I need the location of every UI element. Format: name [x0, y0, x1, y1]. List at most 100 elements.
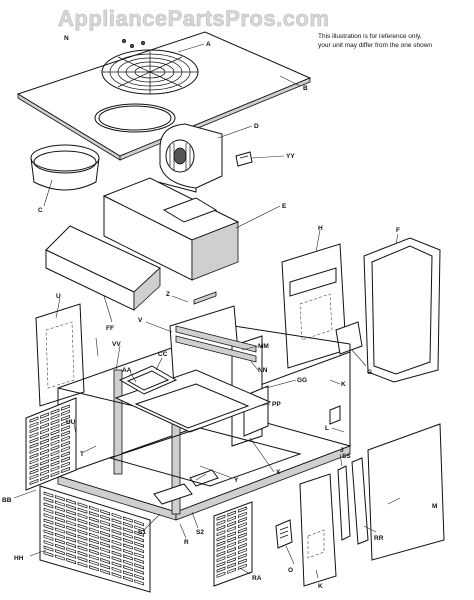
callout-s2: S2	[196, 529, 204, 536]
louver-slat	[40, 412, 49, 419]
louver-slat	[50, 418, 60, 426]
louver-slat	[50, 460, 60, 467]
louver-slat	[100, 552, 111, 559]
louver-slat	[216, 530, 226, 537]
louver-slat	[29, 447, 39, 454]
louver-slat	[43, 496, 54, 504]
louver-slat	[50, 450, 60, 457]
louver-slat	[77, 539, 88, 547]
louver-slat	[61, 414, 70, 422]
louver-slat	[216, 519, 226, 526]
callout-g: G	[367, 369, 372, 376]
louver-slat	[54, 532, 65, 540]
louver-slat	[122, 543, 133, 550]
louver-slat	[66, 525, 77, 532]
louver-slat	[122, 516, 133, 523]
callout-gg: GG	[297, 377, 307, 384]
louver-slat	[43, 540, 54, 547]
louver-slat	[54, 495, 65, 502]
callout-hh: HH	[14, 555, 24, 562]
callout-two: V	[138, 317, 143, 324]
louver-slat	[50, 424, 60, 431]
louver-slat	[40, 443, 49, 450]
callout-f: F	[396, 227, 400, 234]
louver-slat	[88, 543, 99, 550]
reference-note-line-2: your unit may differ from the one shown	[318, 42, 432, 49]
callout-t: T	[80, 451, 84, 458]
louver-slat	[40, 438, 49, 445]
support-rail-z	[193, 291, 217, 305]
louver-slat	[77, 545, 88, 552]
louver-slat	[66, 498, 77, 505]
louver-slat	[111, 534, 122, 541]
louver-slat	[61, 430, 70, 437]
louver-slat	[227, 510, 237, 517]
louver-slat	[77, 502, 88, 509]
callout-ra: RA	[252, 575, 262, 582]
callout-bb: BB	[2, 497, 12, 504]
louver-slat	[29, 478, 39, 486]
louver-slat	[100, 541, 111, 548]
louver-slat	[40, 433, 49, 440]
plate-g	[335, 321, 363, 355]
louver-slat	[227, 557, 237, 564]
louver-slat	[100, 568, 111, 575]
side-panel-u	[35, 303, 85, 407]
louver-slat	[88, 511, 99, 518]
louver-slat	[61, 456, 70, 463]
louver-slat	[54, 500, 65, 507]
louver-slat	[66, 509, 77, 516]
callout-j: J	[340, 447, 344, 454]
louver-slat	[111, 550, 122, 557]
louver-slat	[216, 535, 226, 542]
callout-y: Y	[234, 477, 239, 484]
louver-slat	[50, 429, 60, 436]
callout-ff: FF	[106, 325, 114, 332]
louver-slat	[29, 437, 39, 444]
louver-slat	[43, 545, 54, 552]
watermark-text: AppliancePartsPros.com	[58, 6, 329, 31]
louver-slat	[122, 527, 133, 534]
louver-slat	[50, 465, 60, 472]
louver-slat	[50, 470, 60, 478]
callout-n: N	[64, 35, 69, 42]
louver-slat	[50, 408, 60, 415]
louver-slat	[29, 463, 39, 470]
louver-slat	[43, 507, 54, 514]
louver-slat	[227, 562, 237, 569]
louver-slat	[227, 546, 237, 554]
louver-slat	[100, 547, 111, 554]
callout-m: M	[432, 503, 437, 510]
louver-slat	[77, 512, 88, 520]
louver-slat	[111, 523, 122, 530]
louver-slat	[227, 526, 237, 533]
louver-slat	[50, 413, 60, 420]
callout-c: C	[38, 207, 43, 214]
louver-slat	[61, 461, 70, 468]
louver-slat	[88, 559, 99, 566]
louver-slat	[54, 527, 65, 534]
louver-slat	[88, 565, 99, 572]
louver-slat	[88, 527, 99, 534]
louver-slat	[29, 416, 39, 423]
louver-slat	[43, 523, 54, 531]
louver-slat	[40, 474, 49, 482]
louver-slat	[43, 502, 54, 509]
louver-slat	[237, 537, 247, 544]
louver-slat	[134, 557, 145, 564]
callout-s1: S1	[138, 529, 146, 536]
louver-slat	[111, 529, 122, 536]
louver-slat	[111, 561, 122, 568]
louver-slat	[43, 491, 54, 498]
louver-slat	[134, 573, 145, 581]
filter-bracket-l	[329, 405, 341, 425]
callout-h: H	[318, 225, 323, 232]
louver-slat	[43, 529, 54, 536]
louver-slat	[216, 561, 226, 568]
louver-slat	[237, 532, 247, 539]
right-louver-panel	[213, 501, 253, 587]
louver-slat	[54, 554, 65, 561]
callout-nn: NN	[258, 367, 268, 374]
louver-slat	[54, 543, 65, 550]
leader-lines	[13, 43, 401, 579]
